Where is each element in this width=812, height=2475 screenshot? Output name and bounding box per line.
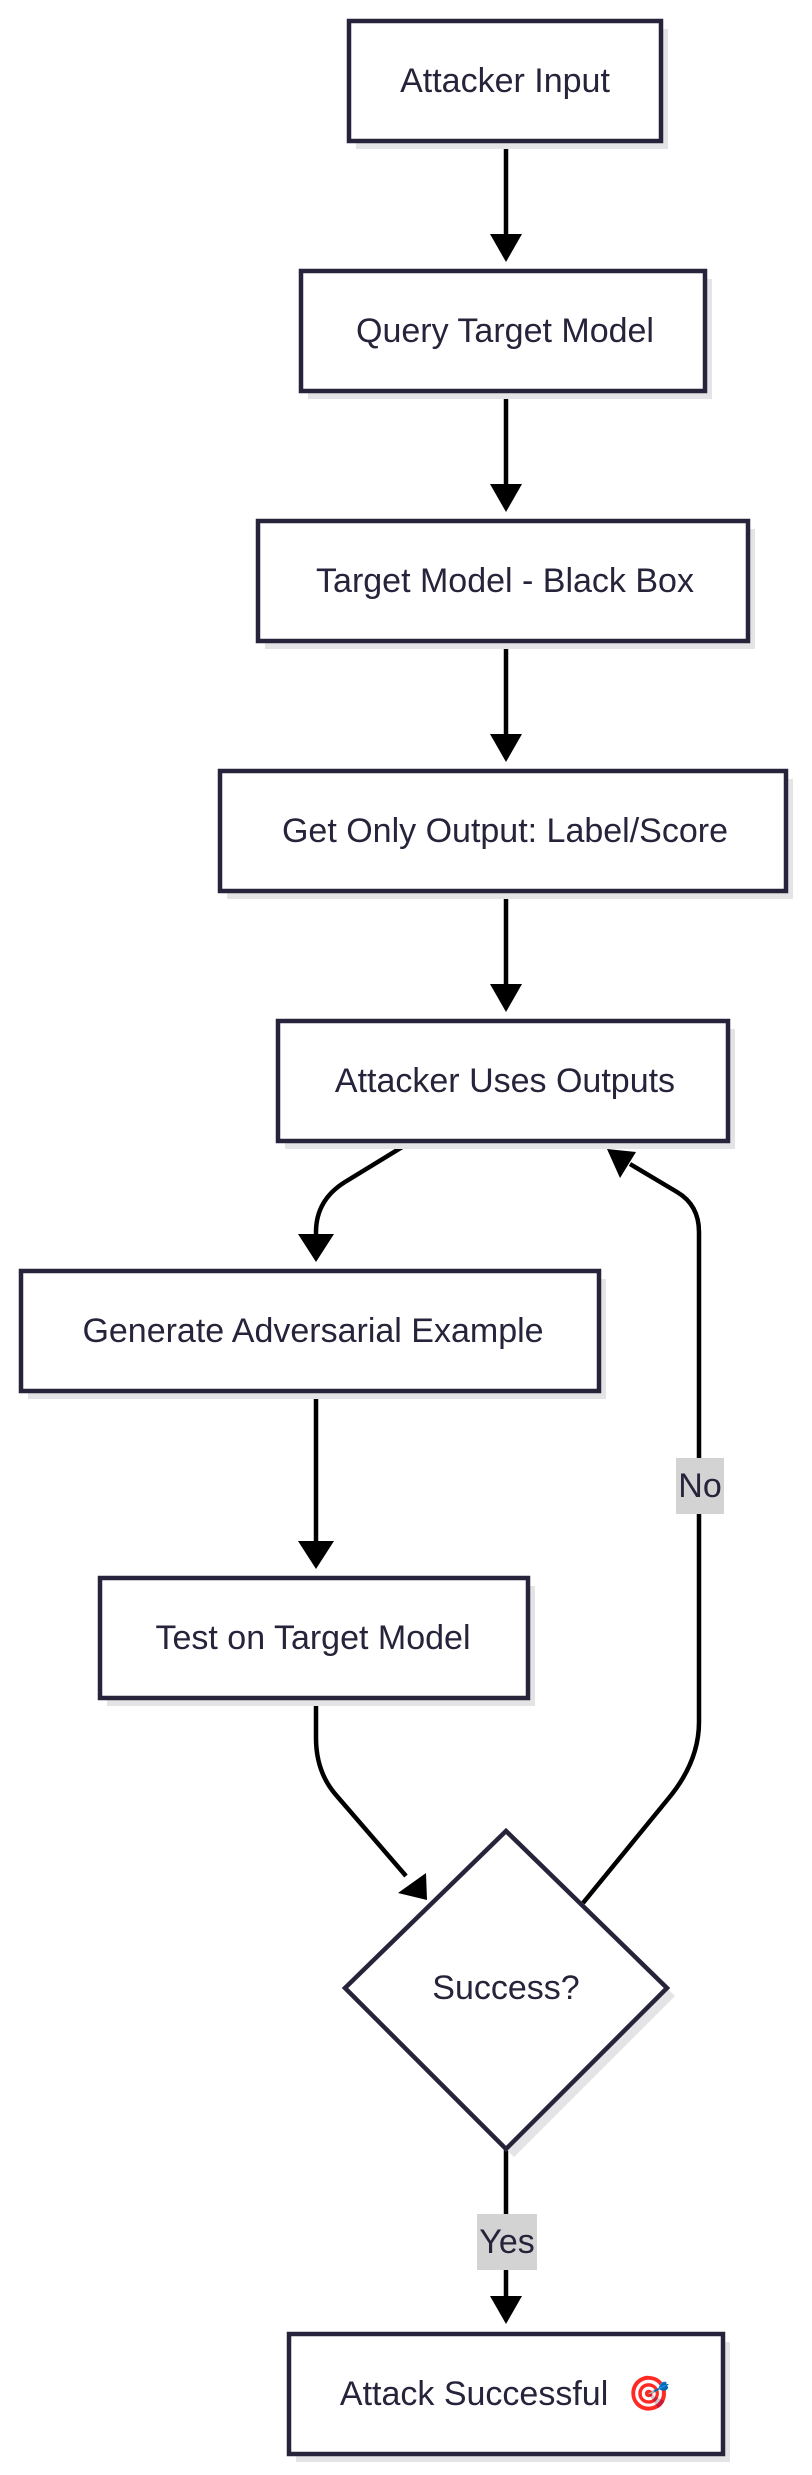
node-generate-adversarial-example: Generate Adversarial Example [18,1268,606,1399]
arrow-head [298,1541,334,1569]
node-get-only-output: Get Only Output: Label/Score [217,768,793,899]
edge-uses-to-generate [313,1139,414,1238]
node-attacker-uses-outputs-label: Attacker Uses Outputs [335,1062,675,1100]
edge-label-no-text: No [678,1467,721,1505]
node-success-decision: Success? [341,1827,675,2157]
arrow-head [298,1234,334,1262]
node-success-decision-label: Success? [432,1969,579,2007]
edges [298,141,702,2324]
node-test-on-target-model-label: Test on Target Model [156,1619,471,1657]
arrow-head [490,2296,522,2324]
node-query-target-model: Query Target Model [298,268,712,399]
edge-label-no: No [676,1458,724,1514]
node-test-on-target-model: Test on Target Model [97,1575,535,1706]
arrow-head [490,984,522,1012]
node-attack-successful-label: Attack Successful 🎯 [340,2374,670,2414]
node-get-only-output-label: Get Only Output: Label/Score [282,812,728,850]
arrow-head [398,1873,427,1900]
edge-label-yes: Yes [477,2214,537,2270]
node-target-model-black-box: Target Model - Black Box [255,518,755,649]
node-attacker-uses-outputs: Attacker Uses Outputs [275,1018,735,1149]
node-attack-successful: Attack Successful 🎯 [286,2331,730,2462]
node-target-model-black-box-label: Target Model - Black Box [316,562,694,600]
edge-label-yes-text: Yes [479,2223,534,2261]
edge-success-no-loop [581,1162,702,1905]
node-attack-successful-text: Attack Successful [340,2375,608,2413]
arrow-head [490,734,522,762]
target-icon: 🎯 [628,2374,670,2414]
node-attacker-input: Attacker Input [346,18,668,149]
node-generate-adversarial-example-label: Generate Adversarial Example [82,1312,543,1350]
arrow-head [607,1149,636,1178]
arrow-head [490,484,522,512]
arrow-head [490,234,522,262]
node-attacker-input-label: Attacker Input [400,62,610,100]
node-query-target-model-label: Query Target Model [356,312,654,350]
edge-test-to-success [313,1698,408,1878]
